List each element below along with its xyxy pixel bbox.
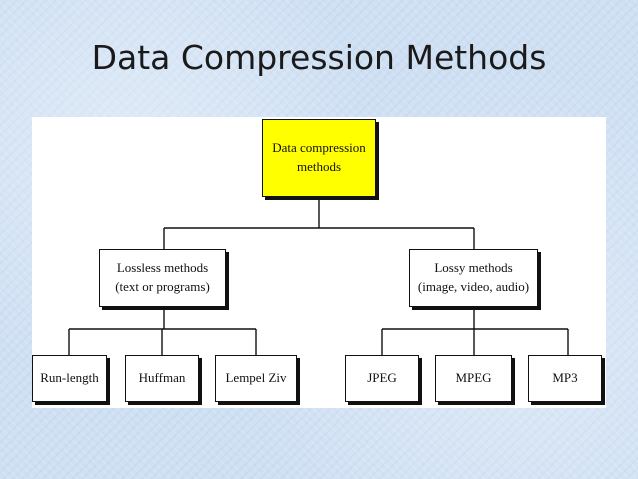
node-root-line2: methods: [296, 159, 342, 174]
node-lossless-line1: Lossless methods: [116, 260, 209, 276]
node-lossy-line1: Lossy methods: [434, 260, 513, 276]
node-lossless-methods: Lossless methods (text or programs): [99, 249, 226, 307]
node-root-line1: Data compression: [272, 140, 366, 156]
node-lossy-line2: (image, video, audio): [417, 279, 530, 294]
node-run-length: Run-length: [32, 355, 107, 402]
node-jpeg: JPEG: [345, 355, 419, 402]
node-huffman: Huffman: [125, 355, 199, 402]
node-mpeg: MPEG: [435, 355, 512, 402]
node-lempel-ziv: Lempel Ziv: [215, 355, 297, 402]
node-data-compression-methods: Data compression methods: [262, 119, 376, 197]
node-lossy-methods: Lossy methods (image, video, audio): [409, 249, 538, 307]
diagram-panel: Data compression methods Lossless method…: [32, 117, 606, 408]
connector-lines: [68, 197, 569, 355]
node-lossless-line2: (text or programs): [115, 279, 210, 294]
node-mp3: MP3: [528, 355, 602, 402]
slide-title: Data Compression Methods: [91, 38, 547, 77]
